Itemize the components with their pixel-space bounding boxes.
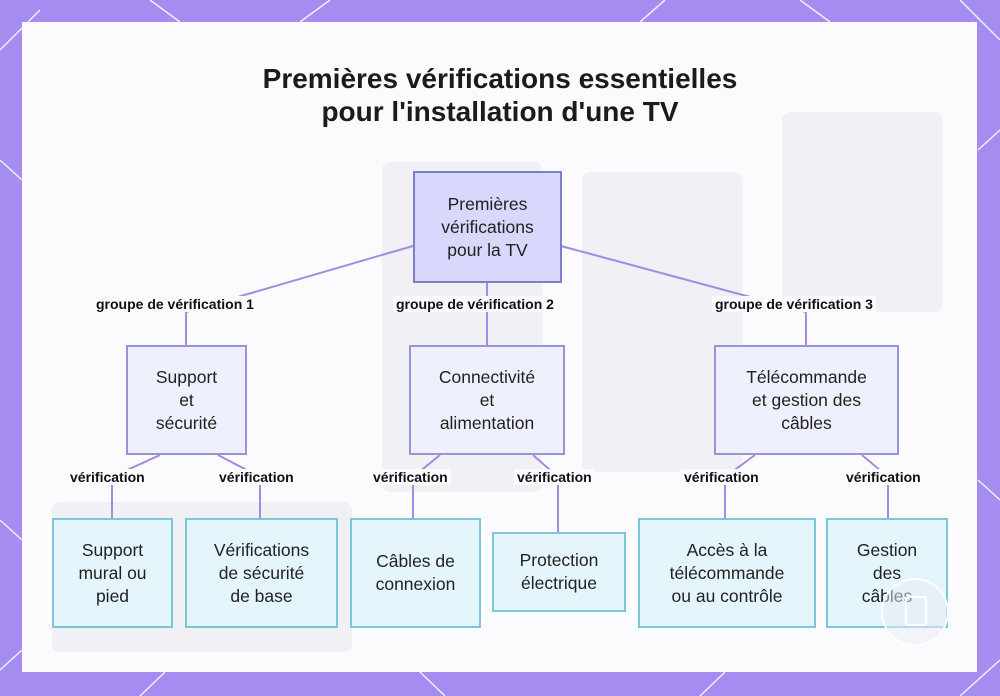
node-support-securite: Support et sécurité bbox=[126, 345, 247, 455]
leaf-verifications-securite: Vérifications de sécurité de base bbox=[185, 518, 338, 628]
edge-label-verification: vérification bbox=[843, 469, 924, 485]
watermark-logo-icon bbox=[881, 578, 949, 646]
edge-label-verification: vérification bbox=[216, 469, 297, 485]
diagram-title: Premières vérifications essentielles pou… bbox=[0, 62, 1000, 128]
edge-root-remote bbox=[560, 245, 807, 345]
edge-label-group-3: groupe de vérification 3 bbox=[712, 296, 876, 312]
edge-label-verification: vérification bbox=[681, 469, 762, 485]
edge-label-group-1: groupe de vérification 1 bbox=[93, 296, 257, 312]
node-telecommande-cables: Télécommande et gestion des câbles bbox=[714, 345, 899, 455]
edge-remote-manage bbox=[861, 454, 889, 518]
edge-connect-power bbox=[532, 454, 559, 532]
edge-label-verification: vérification bbox=[514, 469, 595, 485]
leaf-protection-electrique: Protection électrique bbox=[492, 532, 626, 612]
edge-label-verification: vérification bbox=[67, 469, 148, 485]
edge-remote-access bbox=[724, 454, 756, 518]
node-connectivite-alimentation: Connectivité et alimentation bbox=[409, 345, 565, 455]
edge-connect-cables bbox=[412, 454, 441, 518]
edge-root-support bbox=[185, 245, 414, 345]
edge-support-safety bbox=[217, 454, 261, 518]
node-root-premieres-verifications: Premières vérifications pour la TV bbox=[413, 171, 562, 283]
title-line-1: Premières vérifications essentielles bbox=[262, 63, 738, 94]
edge-support-mount bbox=[111, 454, 161, 518]
leaf-acces-telecommande: Accès à la télécommande ou au contrôle bbox=[638, 518, 816, 628]
edge-label-group-2: groupe de vérification 2 bbox=[393, 296, 557, 312]
leaf-cables-connexion: Câbles de connexion bbox=[350, 518, 481, 628]
title-line-2: pour l'installation d'une TV bbox=[321, 96, 679, 127]
leaf-support-mural-pied: Support mural ou pied bbox=[52, 518, 173, 628]
edge-label-verification: vérification bbox=[370, 469, 451, 485]
background-ghost-shape bbox=[782, 112, 942, 312]
